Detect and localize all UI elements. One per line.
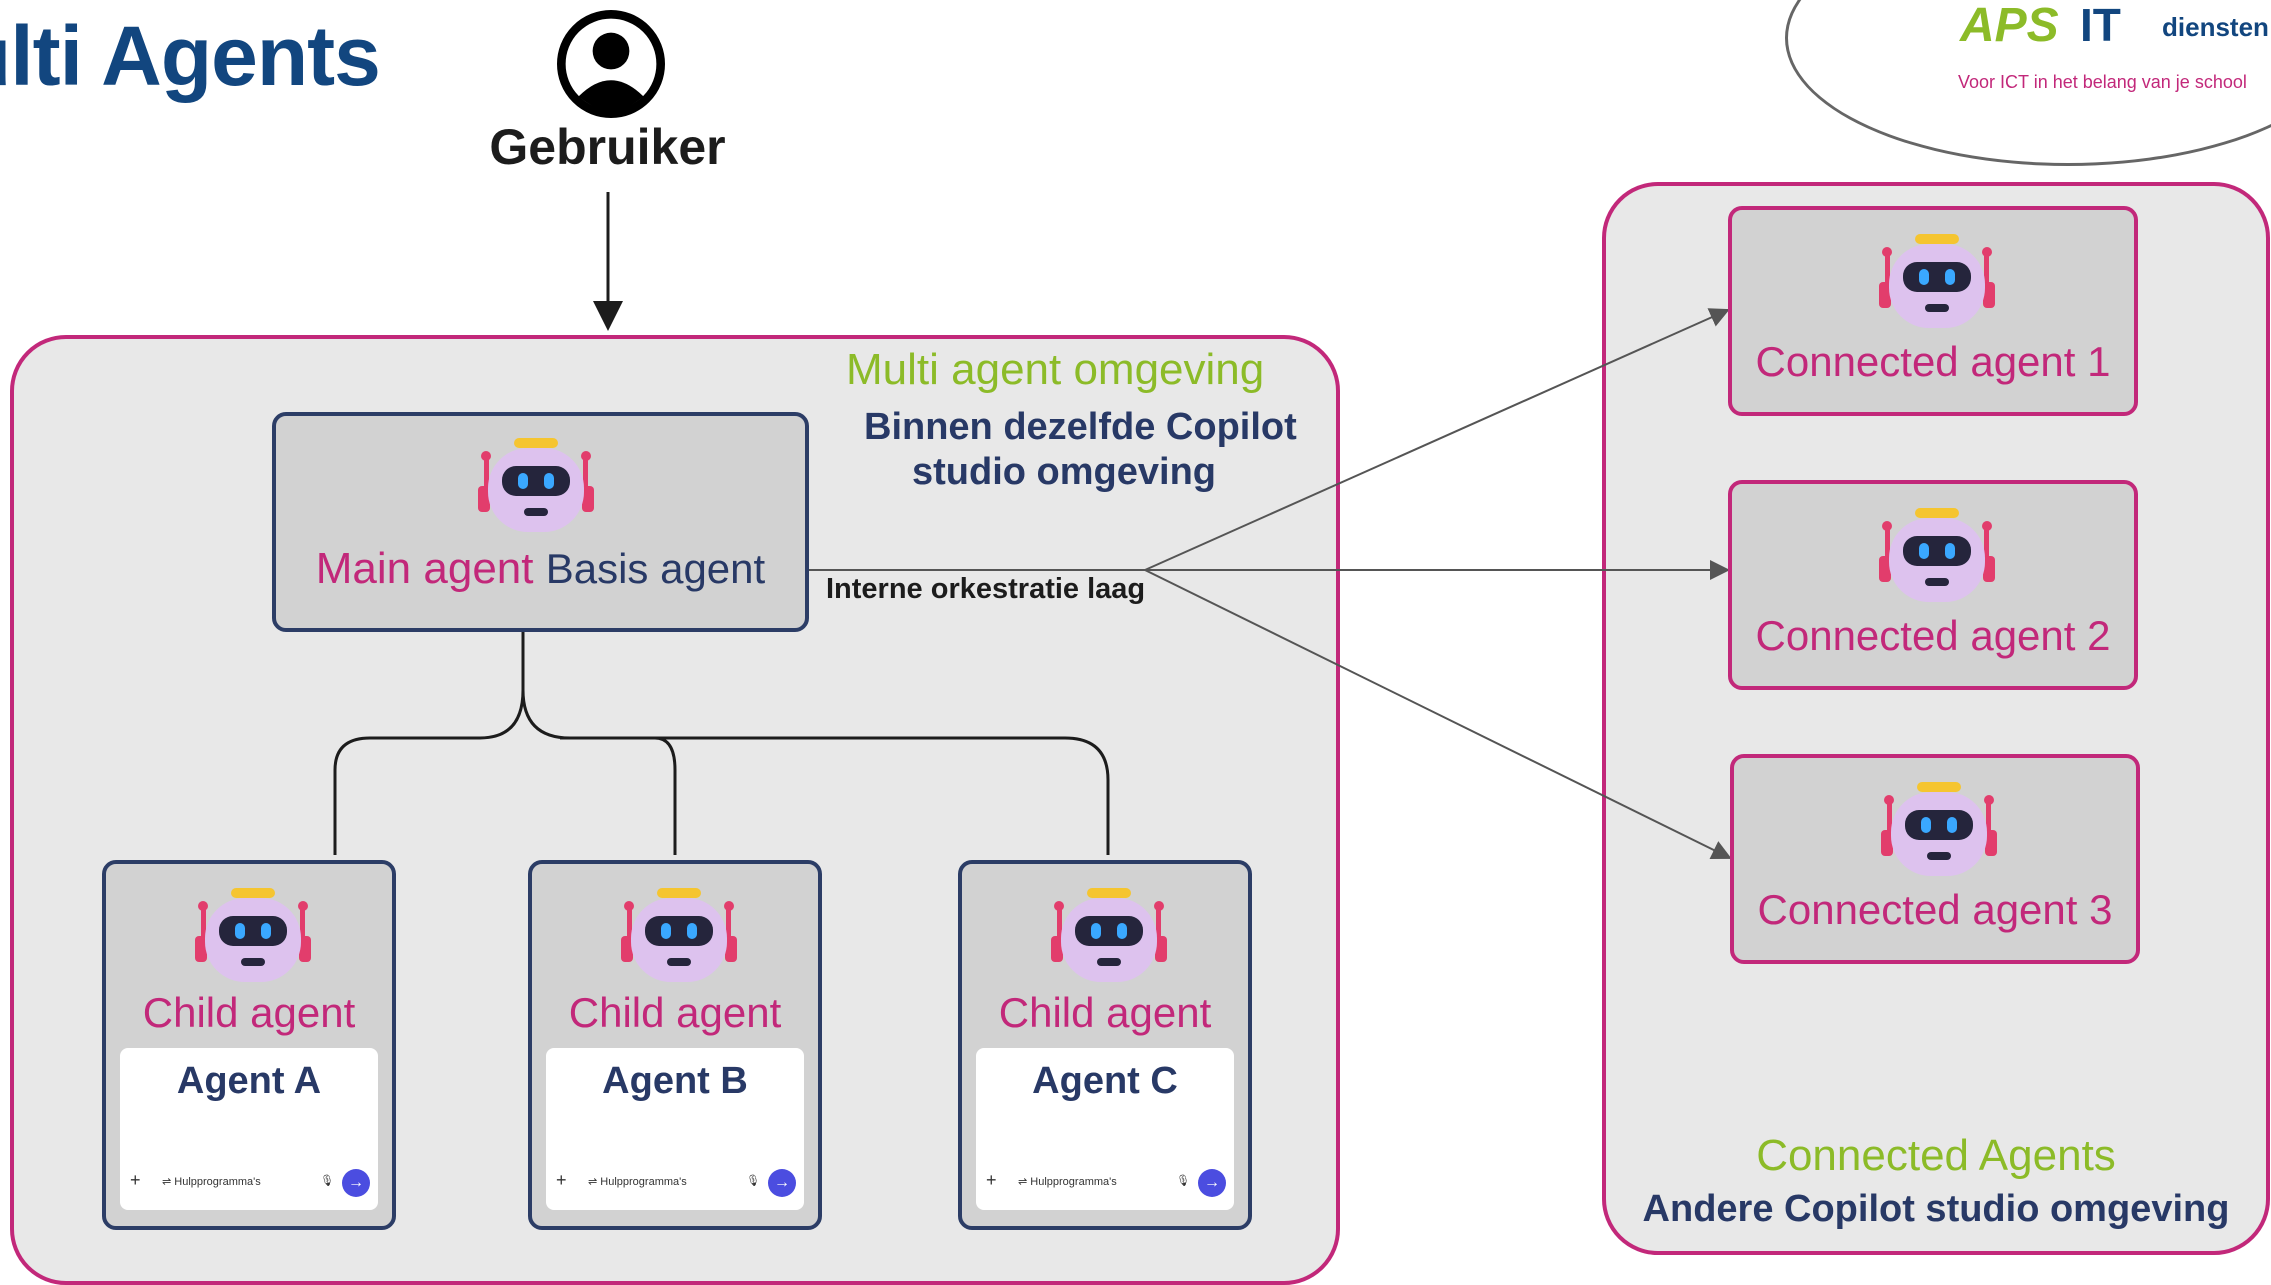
tree-line-c — [560, 736, 1110, 855]
connected-env-title: Connected Agents — [1756, 1131, 2116, 1180]
child-agent-label: Child agent — [568, 989, 782, 1036]
agent-chat-box[interactable]: Agent B + ⇌ Hulpprogramma's 🎙 → — [546, 1048, 804, 1210]
robot-icon — [1879, 508, 1995, 602]
robot-icon — [1879, 234, 1995, 328]
multi-env-subtitle-2: studio omgeving — [912, 451, 1216, 493]
tools-button[interactable]: ⇌ Hulpprogramma's — [1018, 1176, 1117, 1188]
connected-agent-label: Connected agent 2 — [1755, 612, 2111, 659]
robot-icon — [478, 438, 594, 532]
chat-toolbar: + ⇌ Hulpprogramma's 🎙 → — [976, 1164, 1234, 1204]
multi-env-title: Multi agent omgeving — [846, 345, 1265, 394]
mic-icon[interactable]: 🎙 — [320, 1175, 334, 1187]
connected-agent-card-1: Connected agent 1 — [1728, 206, 2138, 416]
main-agent-label-row: Main agent Basis agent — [276, 544, 805, 594]
connected-agent-label: Connected agent 1 — [1755, 338, 2111, 385]
agent-name: Agent A — [176, 1060, 322, 1102]
child-agent-card-c: Child agent Agent C + ⇌ Hulpprogramma's … — [958, 860, 1252, 1230]
main-agent-label: Main agent — [315, 544, 534, 593]
tools-button[interactable]: ⇌ Hulpprogramma's — [162, 1176, 261, 1188]
user-label: Gebruiker — [489, 119, 726, 175]
tree-line-b — [521, 689, 677, 855]
child-agent-label: Child agent — [142, 989, 356, 1036]
child-agent-label: Child agent — [998, 989, 1212, 1036]
robot-icon — [1051, 888, 1167, 982]
send-icon[interactable]: → — [342, 1169, 370, 1197]
send-icon[interactable]: → — [1198, 1169, 1226, 1197]
connected-agent-card-3: Connected agent 3 — [1730, 754, 2140, 964]
main-agent-sublabel: Basis agent — [545, 545, 766, 592]
send-icon[interactable]: → — [768, 1169, 796, 1197]
logo-it-text: IT — [2080, 0, 2121, 51]
connected-agent-label: Connected agent 3 — [1757, 886, 2113, 933]
logo-diensten-text: diensten — [2162, 12, 2269, 42]
mic-icon[interactable]: 🎙 — [746, 1175, 760, 1187]
orchestration-label: Interne orkestratie laag — [826, 573, 1146, 605]
child-agent-card-a: Child agent Agent A + ⇌ Hulpprogramma's … — [102, 860, 396, 1230]
agent-chat-box[interactable]: Agent A + ⇌ Hulpprogramma's 🎙 → — [120, 1048, 378, 1210]
tree-line-a — [333, 630, 525, 855]
multi-env-subtitle-1: Binnen dezelfde Copilot — [864, 406, 1297, 448]
connected-agent-card-2: Connected agent 2 — [1728, 480, 2138, 690]
arrow-connected-1 — [1144, 308, 1730, 571]
agent-name: Agent B — [602, 1060, 748, 1102]
robot-icon — [1881, 782, 1997, 876]
chat-toolbar: + ⇌ Hulpprogramma's 🎙 → — [120, 1164, 378, 1204]
mic-icon[interactable]: 🎙 — [1176, 1175, 1190, 1187]
agent-name: Agent C — [1032, 1060, 1178, 1102]
tools-button[interactable]: ⇌ Hulpprogramma's — [588, 1176, 687, 1188]
user-circle-icon — [557, 10, 665, 118]
child-agent-card-b: Child agent Agent B + ⇌ Hulpprogramma's … — [528, 860, 822, 1230]
chat-toolbar: + ⇌ Hulpprogramma's 🎙 → — [546, 1164, 804, 1204]
logo-tagline: Voor ICT in het belang van je school — [1958, 72, 2247, 92]
plus-icon[interactable]: + — [986, 1170, 997, 1190]
logo-aps-text: APS — [1960, 0, 2059, 52]
plus-icon[interactable]: + — [130, 1170, 141, 1190]
plus-icon[interactable]: + — [556, 1170, 567, 1190]
slide-title: ulti Agents — [0, 9, 381, 103]
main-agent-card: Main agent Basis agent — [272, 412, 809, 632]
agent-chat-box[interactable]: Agent C + ⇌ Hulpprogramma's 🎙 → — [976, 1048, 1234, 1210]
robot-icon — [621, 888, 737, 982]
connected-env-subtitle: Andere Copilot studio omgeving — [1642, 1188, 2230, 1230]
robot-icon — [195, 888, 311, 982]
arrow-connected-3 — [1144, 569, 1732, 860]
